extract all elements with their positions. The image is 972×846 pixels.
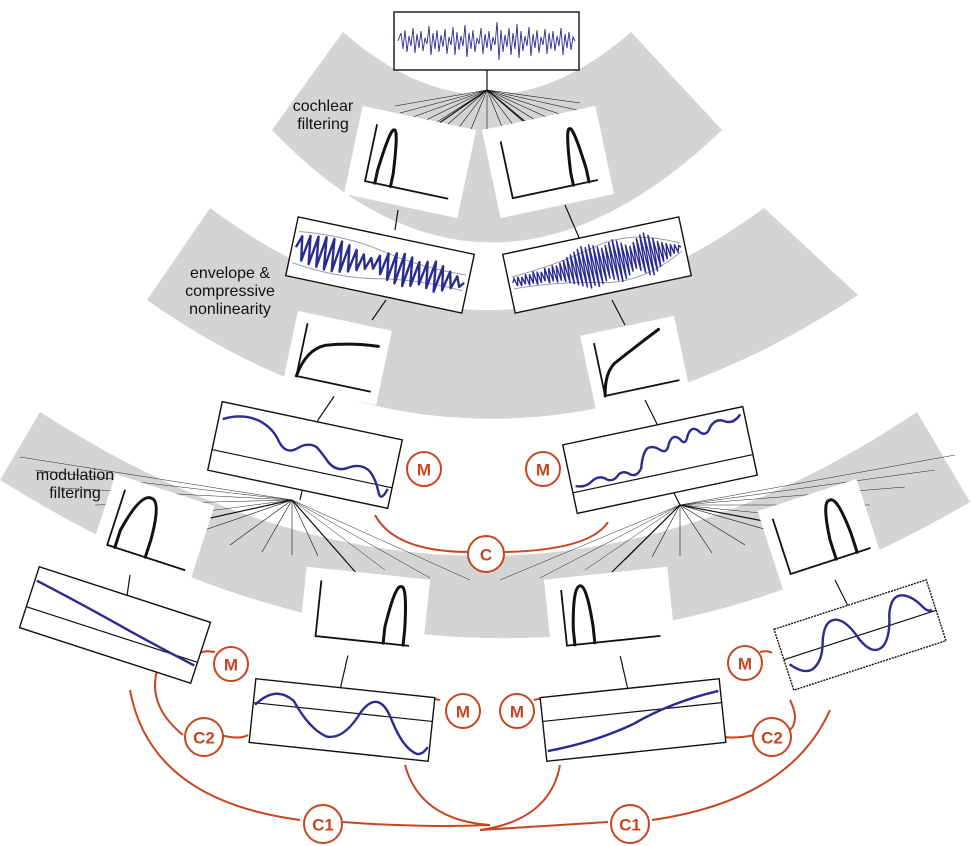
- svg-text:M: M: [224, 656, 238, 675]
- c-badge-envelope: C: [467, 535, 505, 573]
- mod-filter-panel-2: [297, 566, 431, 664]
- subband-panel-left: [284, 216, 476, 314]
- svg-text:C: C: [480, 546, 492, 565]
- c2-badge-left: C2: [184, 717, 224, 757]
- svg-text:M: M: [510, 703, 524, 722]
- mod-band-panel-2: [248, 677, 436, 763]
- modulation-filter-response: [381, 585, 407, 647]
- mod-band-panel-4: [773, 578, 947, 692]
- envelope-signal: [222, 415, 389, 498]
- modulation-filter-response: [571, 584, 597, 647]
- m-badge-envelope-left: M: [406, 451, 442, 487]
- sound-waveform-panel: [393, 11, 580, 71]
- bandpass-response: [566, 127, 591, 187]
- subband-panel-right: [501, 216, 693, 314]
- svg-text:C1: C1: [312, 816, 334, 835]
- envelope-signal: [575, 413, 742, 488]
- mod-filter-panel-4: [757, 478, 883, 592]
- cochlear-filter-panel-left: [343, 105, 477, 219]
- m-badge-mod-1: M: [213, 646, 249, 682]
- svg-text:M: M: [536, 461, 550, 480]
- modulation-band-signal: [254, 692, 429, 756]
- envelope-panel-right: [561, 405, 759, 515]
- cochlear-filter-panel-right: [481, 105, 615, 219]
- c1-badge-left: C1: [303, 804, 343, 844]
- modulation-filter-response: [824, 498, 859, 561]
- envelope-panel-left: [206, 400, 404, 510]
- bandpass-response: [373, 128, 398, 188]
- compression-curve: [294, 342, 380, 378]
- mod-band-panel-3: [539, 677, 727, 763]
- mod-filter-panel-3: [543, 566, 677, 664]
- correlation-connectors: [129, 451, 831, 831]
- mod-band-panel-1: [18, 565, 212, 685]
- m-badge-envelope-right: M: [525, 451, 561, 487]
- modulation-band-signal: [36, 579, 195, 667]
- stage-connectors: [124, 204, 851, 691]
- svg-text:M: M: [456, 703, 470, 722]
- mod-filter-panel-1: [89, 473, 215, 587]
- compression-panel-left: [282, 310, 392, 406]
- compression-panel-right: [580, 315, 690, 411]
- modulation-band-signal: [788, 594, 933, 673]
- compression-curve: [603, 327, 661, 398]
- modulation-filtering-label: modulation filtering: [35, 467, 115, 502]
- m-badge-mod-2: M: [445, 693, 481, 729]
- subband-signal: [512, 232, 682, 289]
- modulation-band-signal: [547, 689, 719, 753]
- envelope-compression-label: envelope & compressive nonlinearity: [185, 265, 275, 318]
- c1-badge-right: C1: [610, 804, 650, 844]
- svg-text:M: M: [417, 461, 431, 480]
- m-badge-mod-4: M: [727, 645, 763, 681]
- c2-badge-right: C2: [752, 717, 792, 757]
- svg-text:C2: C2: [193, 729, 215, 748]
- modulation-stage-band: [0, 412, 970, 639]
- svg-text:C1: C1: [619, 816, 641, 835]
- subband-signal: [294, 234, 465, 293]
- m-badge-mod-3: M: [499, 693, 535, 729]
- svg-text:C2: C2: [761, 729, 783, 748]
- cochlear-filtering-label: cochlear filtering: [292, 98, 354, 133]
- sound-waveform: [397, 21, 576, 61]
- modulation-filter-response: [113, 496, 158, 559]
- svg-text:M: M: [738, 655, 752, 674]
